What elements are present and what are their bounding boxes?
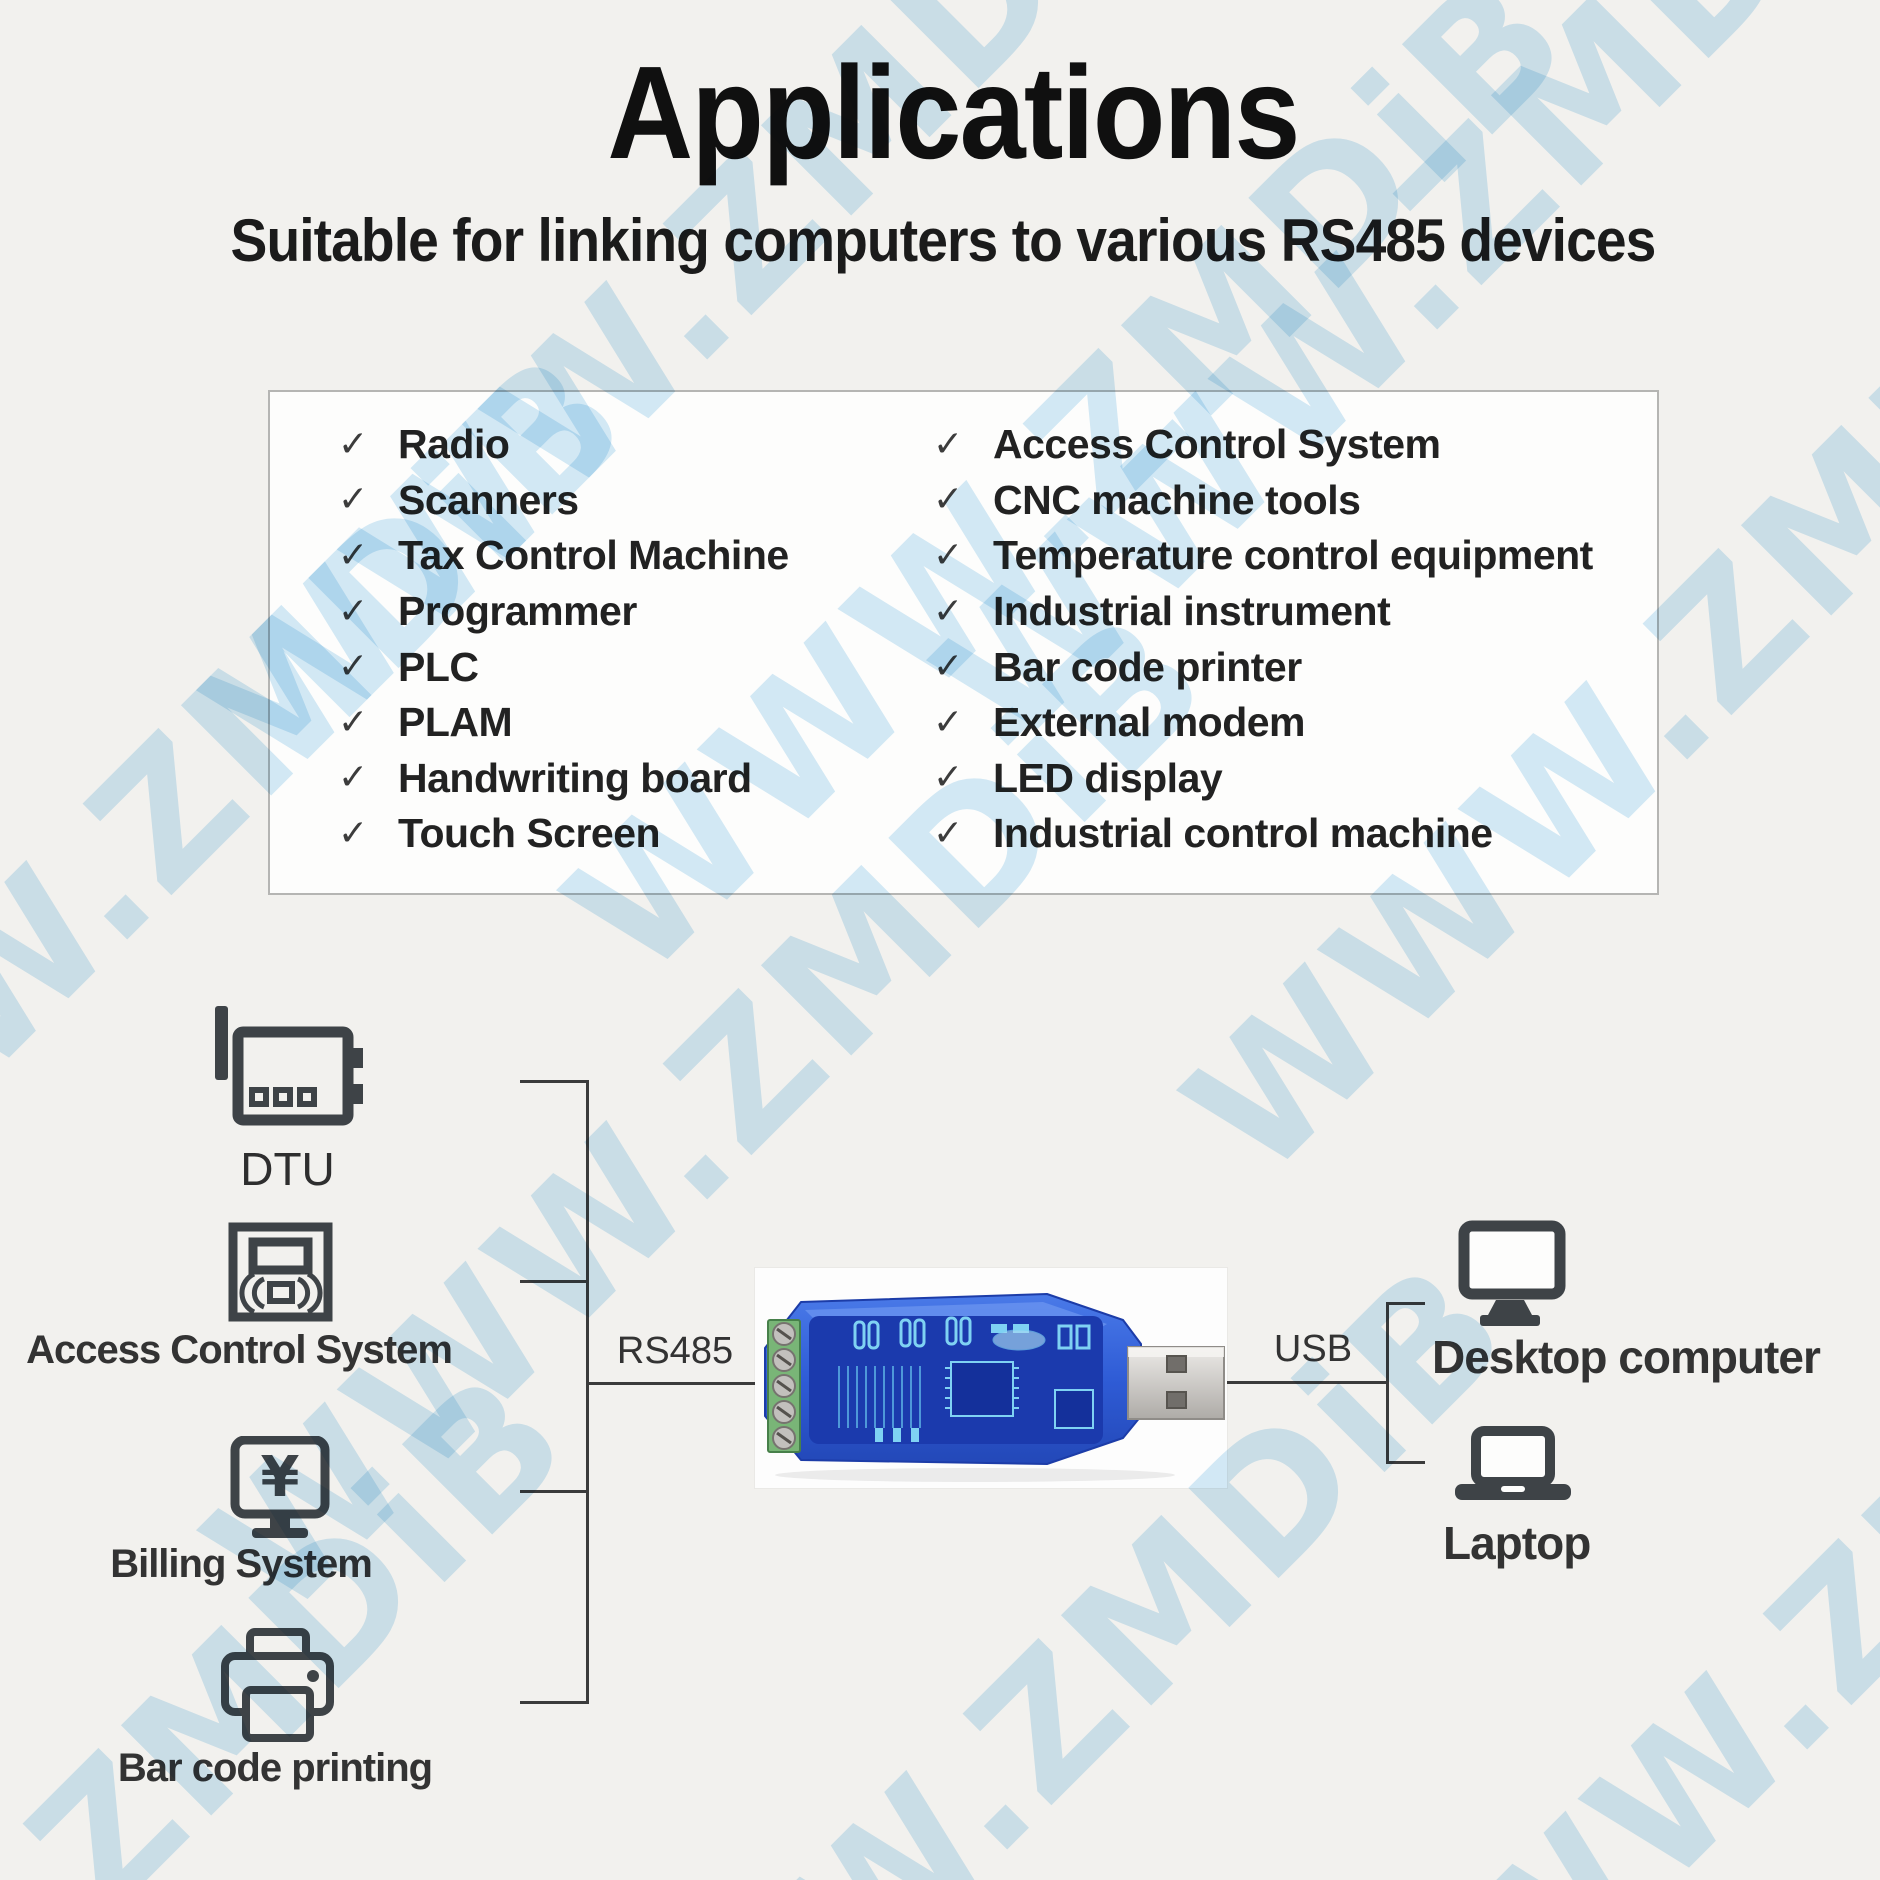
list-item: ✓ External modem: [933, 695, 1593, 751]
list-item: ✓ Industrial control machine: [933, 806, 1593, 862]
list-item-label: PLAM: [398, 699, 513, 746]
check-icon: ✓: [933, 646, 964, 688]
list-item-label: PLC: [398, 643, 479, 690]
billing-system-label: Billing System: [110, 1542, 373, 1586]
list-item: ✓ Industrial instrument: [933, 584, 1593, 640]
check-icon: ✓: [338, 534, 369, 576]
connector-laptop-stub: [1386, 1461, 1425, 1464]
list-item-label: Bar code printer: [993, 643, 1302, 690]
list-item: ✓ PLAM: [338, 695, 789, 751]
list-item: ✓ Bar code printer: [933, 639, 1593, 695]
desktop-computer-icon: [1458, 1220, 1566, 1326]
check-icon: ✓: [338, 479, 369, 521]
usb-bus-label: USB: [1273, 1328, 1353, 1370]
list-item-label: Programmer: [398, 588, 637, 635]
list-item: ✓ Tax Control Machine: [338, 528, 789, 584]
list-item-label: Scanners: [398, 476, 579, 523]
check-icon: ✓: [338, 423, 369, 465]
check-icon: ✓: [933, 701, 964, 743]
list-item-label: External modem: [993, 699, 1306, 746]
connector-billing-stub: [520, 1490, 588, 1493]
dtu-label: DTU: [240, 1143, 335, 1195]
page-subtitle: Suitable for linking computers to variou…: [230, 207, 1657, 274]
list-item-label: LED display: [993, 754, 1223, 801]
check-icon: ✓: [338, 812, 369, 854]
check-icon: ✓: [933, 423, 964, 465]
rs485-bus-label: RS485: [616, 1330, 734, 1372]
list-item: ✓ Handwriting board: [338, 751, 789, 807]
connector-desktop-stub: [1386, 1302, 1425, 1305]
list-item: ✓ Programmer: [338, 584, 789, 640]
list-item: ✓ PLC: [338, 639, 789, 695]
barcode-printer-icon: [221, 1628, 334, 1742]
laptop-label: Laptop: [1443, 1517, 1591, 1569]
barcode-printing-label: Bar code printing: [117, 1746, 433, 1790]
dtu-radio-icon: [215, 1006, 363, 1126]
list-item-label: Access Control System: [993, 421, 1441, 468]
check-icon: ✓: [933, 590, 964, 632]
list-item-label: Touch Screen: [398, 810, 661, 857]
list-item: ✓ Scanners: [338, 473, 789, 529]
billing-system-monitor-icon: ¥: [230, 1436, 330, 1538]
svg-text:¥: ¥: [261, 1445, 300, 1510]
right-bracket-vertical: [1386, 1302, 1389, 1464]
connector-access-stub: [520, 1280, 588, 1283]
desktop-computer-label: Desktop computer: [1432, 1331, 1821, 1383]
check-icon: ✓: [933, 812, 964, 854]
applications-list-left-column: ✓ Radio ✓ Scanners ✓ Tax Control Machine ✓ P…: [338, 417, 789, 862]
check-icon: ✓: [338, 590, 369, 632]
access-control-reader-icon: [228, 1222, 333, 1322]
rs485-bus-line: [586, 1382, 755, 1385]
check-icon: ✓: [338, 701, 369, 743]
applications-list-right-column: ✓ Access Control System ✓ CNC machine tool…: [933, 417, 1593, 862]
list-item: ✓ Temperature control equipment: [933, 528, 1593, 584]
applications-list-panel: [268, 390, 1659, 895]
page-title: Applications: [607, 39, 1300, 186]
usb-rs485-converter-image: [764, 1293, 1225, 1482]
connector-barcode-stub: [520, 1701, 588, 1704]
list-item: ✓ Radio: [338, 417, 789, 473]
list-item-label: Tax Control Machine: [398, 532, 789, 579]
list-item-label: CNC machine tools: [993, 476, 1361, 523]
list-item: ✓ CNC machine tools: [933, 473, 1593, 529]
list-item: ✓ Access Control System: [933, 417, 1593, 473]
list-item-label: Industrial control machine: [993, 810, 1493, 857]
usb-rs485-converter-photo: [755, 1268, 1227, 1488]
list-item: ✓ LED display: [933, 751, 1593, 807]
list-item-label: Radio: [398, 421, 510, 468]
connector-dtu-stub: [520, 1080, 588, 1083]
access-control-label: Access Control System: [26, 1328, 453, 1372]
list-item-label: Temperature control equipment: [993, 532, 1593, 579]
check-icon: ✓: [933, 479, 964, 521]
usb-bus-line: [1227, 1381, 1388, 1384]
check-icon: ✓: [338, 646, 369, 688]
list-item: ✓ Touch Screen: [338, 806, 789, 862]
list-item-label: Industrial instrument: [993, 588, 1391, 635]
check-icon: ✓: [933, 757, 964, 799]
check-icon: ✓: [933, 534, 964, 576]
check-icon: ✓: [338, 757, 369, 799]
left-bracket-vertical: [586, 1080, 589, 1704]
laptop-icon: [1455, 1426, 1571, 1500]
list-item-label: Handwriting board: [398, 754, 752, 801]
